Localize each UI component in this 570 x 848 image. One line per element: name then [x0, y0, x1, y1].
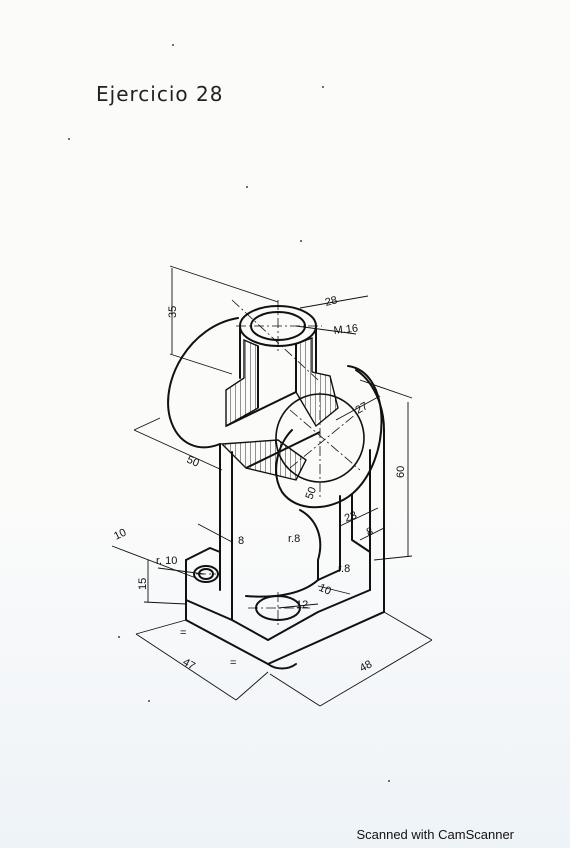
scan-speck: [172, 44, 174, 46]
scan-speck: [118, 636, 120, 638]
dim-label-eqb: =: [230, 657, 236, 669]
web-right-step: [351, 493, 371, 553]
bore-vertical: [257, 344, 297, 408]
base-right-top: [267, 589, 371, 641]
dim-60-ext-top: [359, 379, 413, 399]
bore-horizontal: [225, 391, 321, 469]
dim-48-ext-l: [269, 673, 321, 707]
scan-speck: [300, 240, 302, 242]
dim-label-8a: 8: [238, 535, 244, 547]
dim-label-50a: 50: [185, 454, 201, 470]
front-cylinder-right-edge: [355, 369, 385, 431]
dim-label-47: 47: [181, 656, 198, 673]
web-curve: [245, 509, 322, 598]
dim-label-10b: 10: [317, 582, 333, 598]
dim-28-line: [299, 295, 369, 309]
dim-10b-line: [317, 585, 351, 595]
cross-center-line-2: [289, 413, 357, 469]
dim-label-15: 15: [137, 578, 149, 590]
dim-label-m16: M.16: [333, 322, 359, 336]
base-front-right: [267, 611, 385, 665]
dim-label-60: 60: [395, 466, 407, 478]
web-inner: [317, 495, 341, 581]
scan-speck: [322, 86, 324, 88]
dim-label-28: 28: [324, 294, 339, 309]
dim-12-line: [277, 603, 319, 609]
cross-center-line: [289, 409, 361, 471]
dim-label-12: 12: [296, 599, 308, 611]
dim-m16-line: [295, 325, 357, 335]
dim-label-48: 48: [358, 658, 374, 674]
dim-label-r8a: r.8: [288, 533, 300, 545]
dim-35-ext-bot: [169, 353, 233, 375]
dim-10a-line: [111, 545, 197, 579]
dim-35-ext-top: [169, 265, 279, 303]
dim-60-ext-bot: [373, 555, 413, 561]
scanner-watermark: Scanned with CamScanner: [356, 827, 514, 842]
scan-speck: [148, 700, 150, 702]
scan-speck: [246, 186, 248, 188]
rear-cylinder-outline: [167, 317, 239, 449]
base-bottom-round: [267, 663, 297, 670]
dim-label-10a: 10: [112, 527, 128, 543]
dim-label-50b: 50: [304, 485, 319, 501]
dim-15-ext: [143, 601, 187, 605]
dim-label-23: 23: [343, 509, 359, 524]
dim-8b-line: [359, 527, 385, 541]
dim-47-ext-l: [135, 619, 187, 635]
exercise-title: Ejercicio 28: [96, 82, 224, 106]
dim-27-line: [335, 395, 381, 421]
dim-48-line: [319, 639, 433, 707]
dim-50-line: [133, 429, 223, 471]
dim-8a-line: [197, 523, 233, 543]
base-top-left: [185, 547, 221, 561]
scan-speck: [388, 780, 390, 782]
dim-label-eqa: =: [180, 627, 186, 639]
scan-speck: [68, 138, 70, 140]
dim-23-line: [339, 507, 379, 527]
dim-label-r8b: r.8: [338, 563, 350, 575]
dim-label-27: 27: [354, 400, 371, 417]
left-hole: [193, 565, 219, 583]
axis-line: [231, 299, 319, 381]
dim-50-ext: [133, 417, 161, 431]
dim-label-35: 35: [167, 306, 179, 318]
dim-48-ext-r: [383, 611, 433, 641]
dim-r10-line: [157, 567, 205, 575]
dim-label-8b: 8: [365, 525, 375, 538]
dim-47-ext-r: [235, 671, 269, 701]
dim-label-r10: r. 10: [156, 555, 177, 567]
dim-47-line: [135, 633, 237, 701]
section-right-hatch: [295, 336, 339, 428]
